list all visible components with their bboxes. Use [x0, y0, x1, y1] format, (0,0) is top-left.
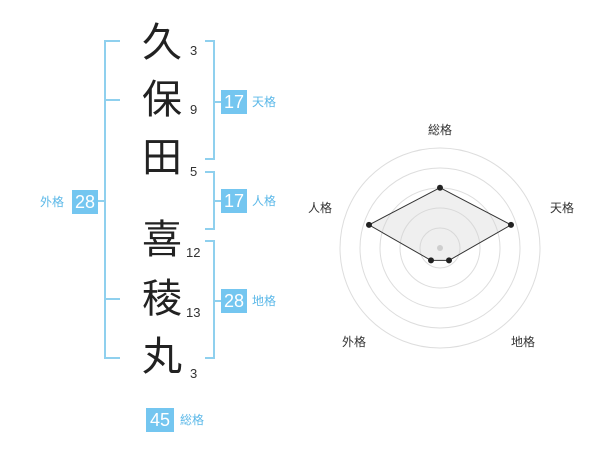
name-char-1: 久 — [142, 20, 182, 66]
stroke-count-6: 3 — [190, 366, 198, 381]
radar-point-jinkaku — [366, 221, 372, 228]
radar-label-tenkaku: 天格 — [550, 200, 574, 215]
gaikaku-label: 外格 — [40, 195, 65, 209]
gaikaku-value: 28 — [72, 190, 98, 214]
radar-label-soukaku: 総格 — [428, 122, 452, 137]
radar-point-soukaku — [437, 184, 443, 191]
soukaku-label: 総格 — [180, 413, 205, 427]
stroke-count-4: 12 — [186, 245, 201, 260]
stroke-count-3: 5 — [190, 164, 198, 179]
stroke-count-5: 13 — [186, 305, 201, 320]
tenkaku-value: 17 — [221, 90, 247, 114]
name-char-4: 喜 — [142, 217, 182, 263]
radar-point-tenkaku — [508, 221, 514, 228]
radar-points — [366, 184, 514, 264]
jinkaku-value: 17 — [221, 189, 247, 213]
radar-label-gaikaku: 外格 — [342, 334, 366, 349]
radar-label-jinkaku: 人格 — [308, 200, 332, 215]
name-char-6: 丸 — [142, 334, 182, 380]
radar-label-chikaku: 地格 — [511, 334, 535, 349]
name-char-3: 田 — [142, 135, 182, 181]
name-char-2: 保 — [142, 77, 182, 123]
radar-point-chikaku — [446, 257, 452, 264]
tenkaku-label: 天格 — [252, 95, 277, 109]
stroke-count-2: 9 — [190, 102, 198, 117]
chikaku-value: 28 — [221, 289, 247, 313]
stroke-count-1: 3 — [190, 43, 198, 58]
radar-point-gaikaku — [428, 257, 434, 264]
radar-polygon — [367, 187, 513, 261]
soukaku-value: 45 — [146, 408, 174, 432]
chikaku-label: 地格 — [252, 294, 277, 308]
name-char-5: 稜 — [142, 276, 182, 322]
jinkaku-label: 人格 — [252, 194, 277, 208]
